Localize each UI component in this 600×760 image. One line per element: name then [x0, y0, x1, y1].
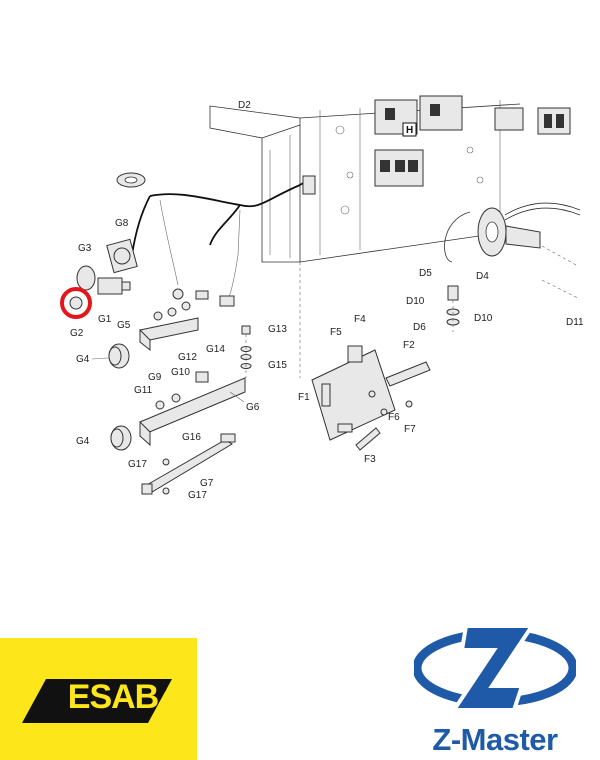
cable-part-f2 [385, 361, 431, 387]
label-d11: D11 [566, 317, 584, 328]
label-g9: G9 [148, 372, 162, 383]
label-g15: G15 [268, 360, 287, 371]
label-f5: F5 [330, 327, 342, 338]
label-g12: G12 [178, 352, 197, 363]
label-g6: G6 [246, 402, 260, 413]
label-g14: G14 [206, 344, 225, 355]
bracket-part-g5 [139, 288, 209, 352]
esab-mark-icon [22, 679, 172, 723]
label-d2: D2 [238, 100, 251, 111]
screw-stack-g13 [240, 325, 252, 378]
bracket-part-g6 [139, 371, 246, 447]
label-g4-upper: G4 [76, 354, 90, 365]
label-g13: G13 [268, 324, 287, 335]
label-d10-lower: D10 [474, 313, 493, 324]
label-g4-lower: G4 [76, 436, 90, 447]
label-f3: F3 [364, 454, 376, 465]
knob-part-g4-upper [108, 343, 130, 369]
cable-part-f3 [355, 427, 381, 451]
potentiometer-part-g1 [97, 277, 131, 295]
control-board-part [311, 345, 413, 441]
zmaster-logo: Z-Master [400, 610, 590, 760]
esab-wordmark: ESAB [67, 678, 159, 716]
knob-part-g4-lower [110, 425, 132, 451]
bracket-part-g7 [141, 433, 236, 495]
label-d6: D6 [413, 322, 426, 333]
label-g2: G2 [70, 328, 84, 339]
label-d5: D5 [419, 268, 432, 279]
label-g10: G10 [171, 367, 190, 378]
grommet-part [116, 172, 146, 188]
label-f7: F7 [404, 424, 416, 435]
parts-exploded-diagram: D2 H G8 [60, 95, 584, 501]
highlight-circle [60, 287, 92, 319]
label-g17-upper: G17 [128, 459, 147, 470]
label-f2: F2 [403, 340, 415, 351]
power-modules [374, 95, 571, 187]
label-g11: G11 [134, 385, 153, 396]
label-f6: F6 [388, 412, 400, 423]
label-g7: G7 [200, 478, 214, 489]
label-d10-upper: D10 [406, 296, 425, 307]
current-sensor-part-d4 [444, 202, 581, 299]
zmaster-emblem-icon [414, 624, 576, 712]
label-f4: F4 [354, 314, 366, 325]
nut-part-g2 [69, 296, 83, 310]
label-g17-lower: G17 [188, 490, 207, 501]
cable-harness [131, 175, 316, 307]
label-g3: G3 [78, 243, 92, 254]
connector-part-g8 [106, 238, 138, 274]
zmaster-wordmark: Z-Master [432, 722, 558, 757]
label-g16: G16 [182, 432, 201, 443]
label-g1: G1 [98, 314, 112, 325]
diode-stack-d5 [446, 285, 460, 332]
label-g5: G5 [117, 320, 131, 331]
knob-part-g3 [76, 265, 96, 291]
label-g8: G8 [115, 218, 129, 229]
label-h: H [406, 125, 413, 136]
chassis-frame [209, 100, 521, 378]
esab-registered-mark: ® [160, 684, 167, 694]
label-d4: D4 [476, 271, 489, 282]
label-f1: F1 [298, 392, 310, 403]
label-h-box: H [402, 122, 417, 137]
